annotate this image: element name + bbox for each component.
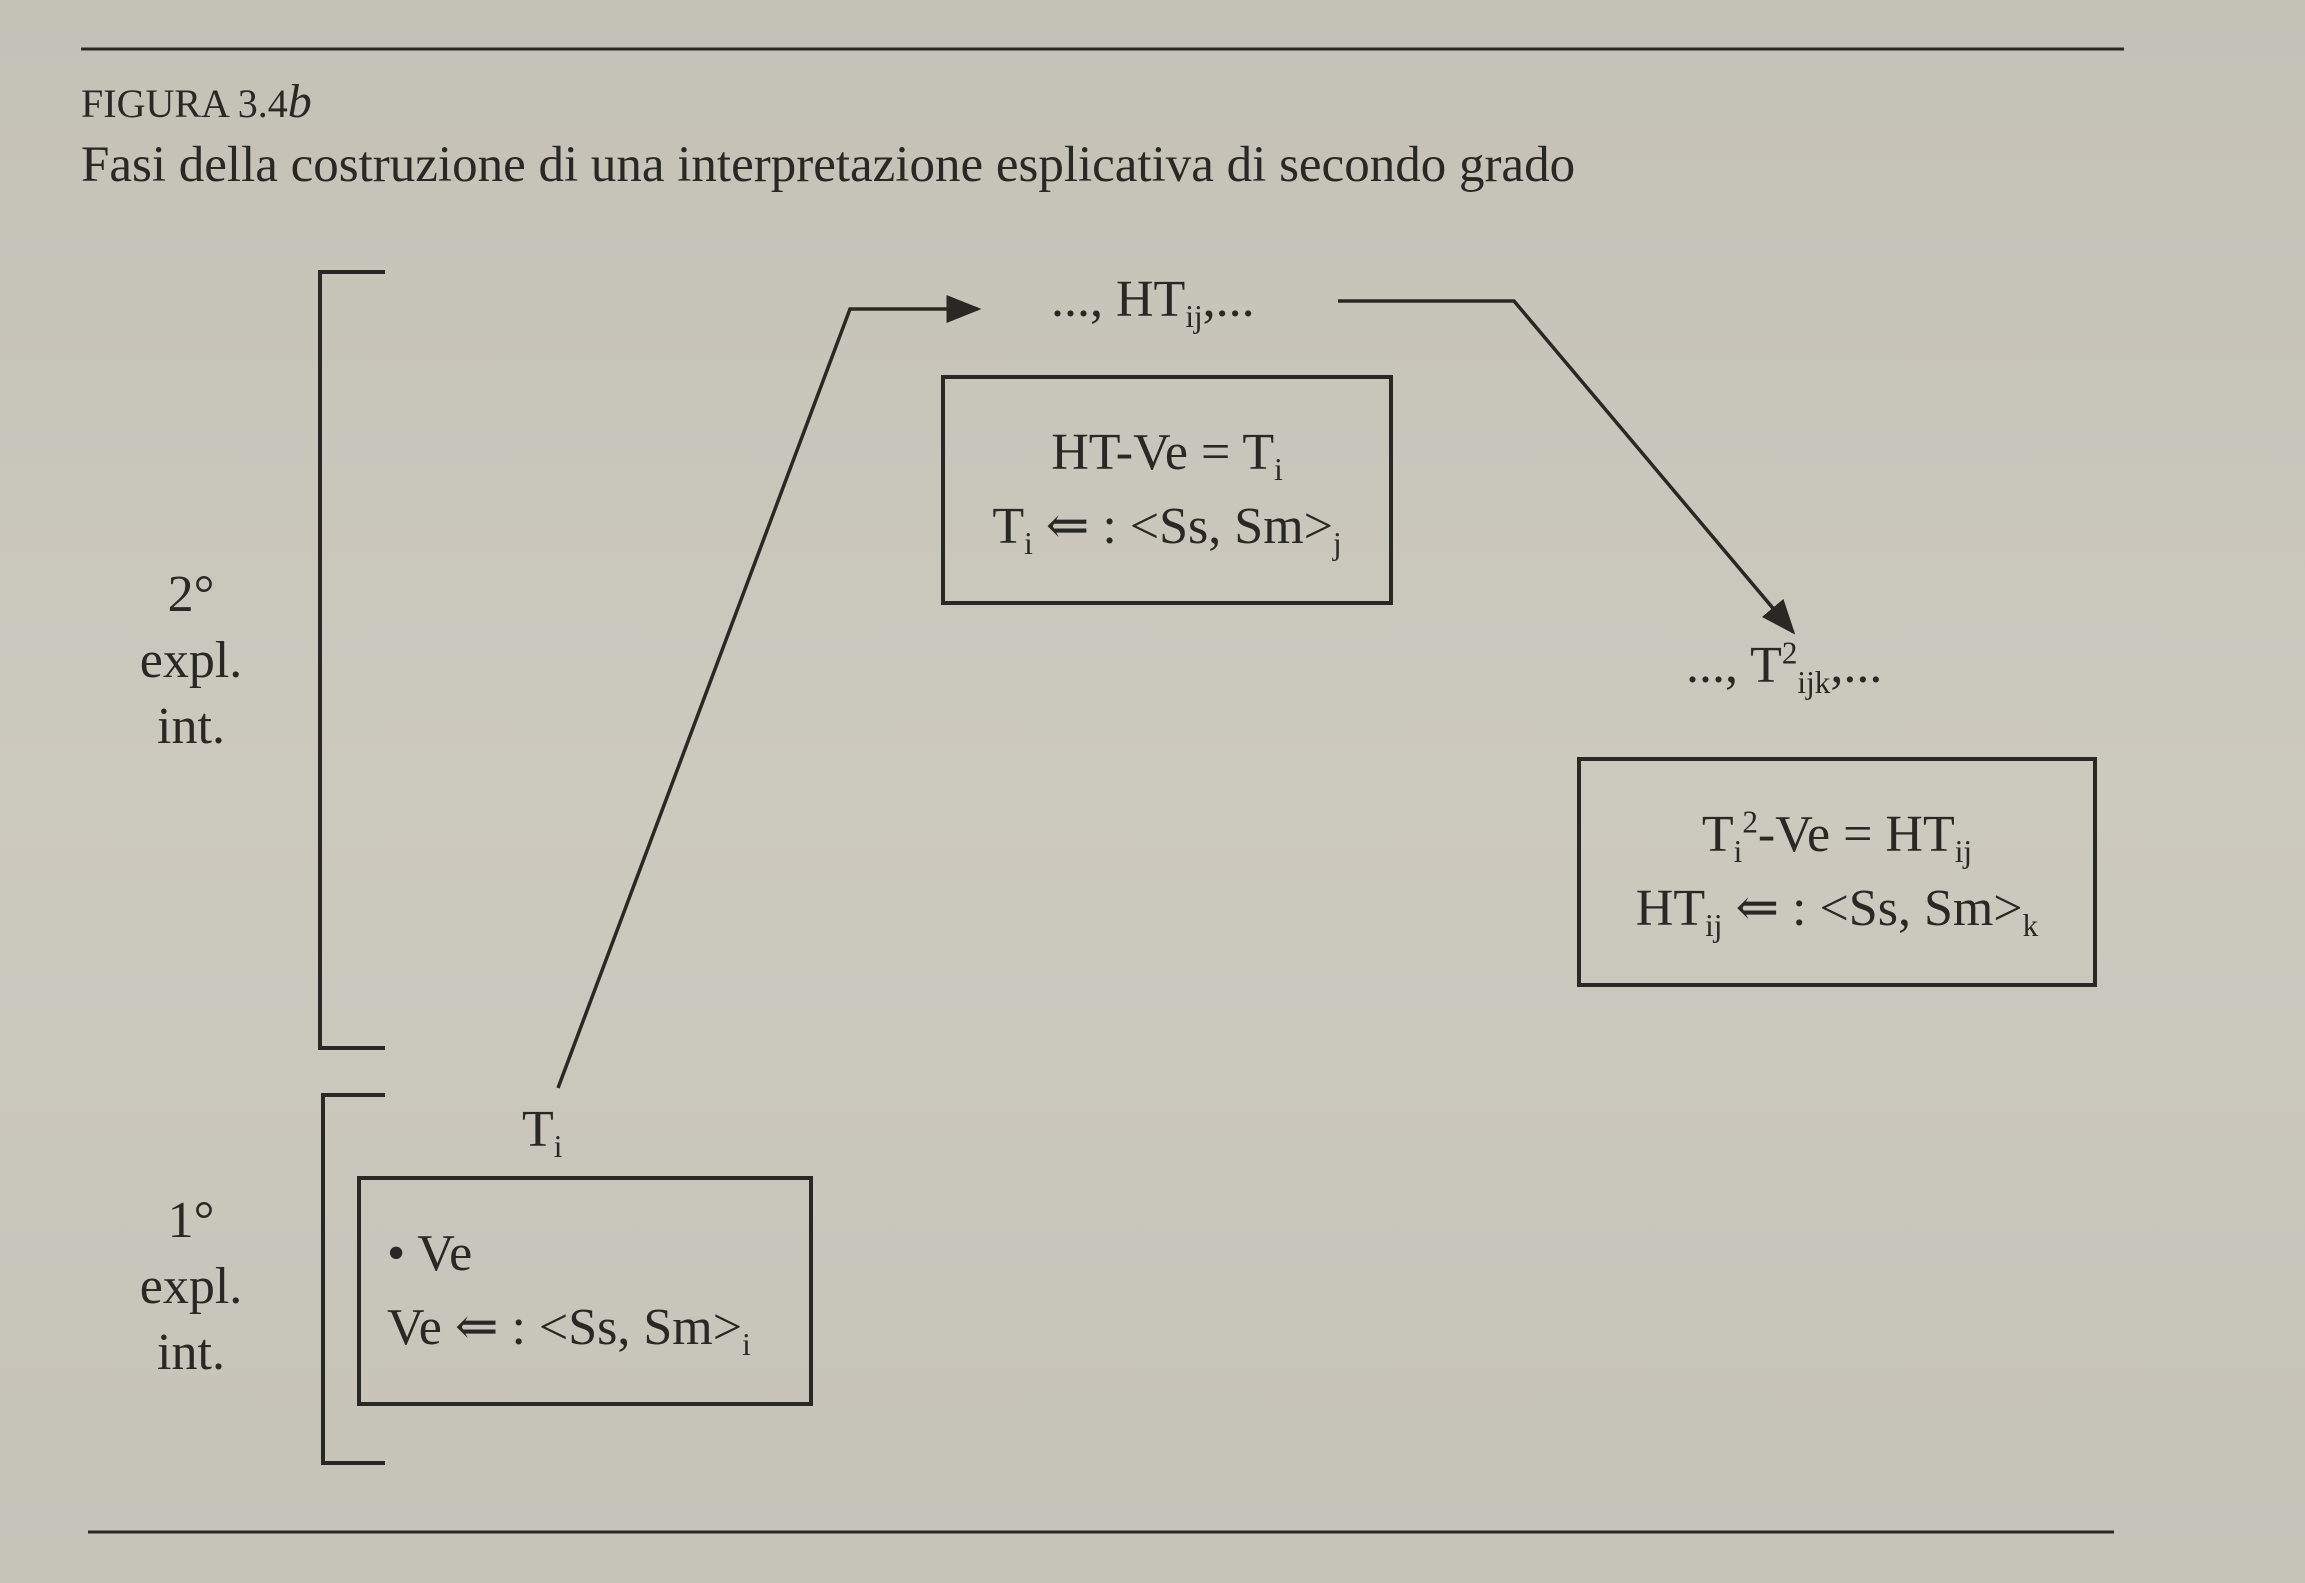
box-sub: i <box>1733 833 1743 869</box>
level-ordinal: 2° <box>167 566 215 623</box>
node-suffix: ,... <box>1202 271 1255 328</box>
figure-suffix: b <box>287 75 312 128</box>
figure-label: FIGURA 3.4b <box>81 74 312 129</box>
box-line: Ve ⇐ : <Ss, Sm>i <box>387 1291 809 1365</box>
box-line: Ti2-Ve = HTij <box>1702 798 1972 872</box>
level-1-label: 1° expl. int. <box>91 1188 291 1386</box>
box-text: HT-Ve = T <box>1051 424 1275 481</box>
box-third: Ti2-Ve = HTij HTij ⇐ : <Ss, Sm>k <box>1577 757 2097 987</box>
box-text: Ve <box>417 1225 473 1282</box>
box-sub: k <box>2022 907 2039 943</box>
box-text: T <box>992 498 1025 555</box>
level-text: int. <box>157 1324 225 1381</box>
box-sub: i <box>1024 525 1033 561</box>
node-base: T <box>522 1101 554 1158</box>
node-sup: 2 <box>1781 635 1798 671</box>
arrow-ht-to-t2 <box>1338 299 1796 635</box>
node-base: T <box>1750 637 1782 694</box>
box-text: Ve ⇐ : <Ss, Sm> <box>387 1299 743 1356</box>
node-sub: i <box>553 1128 563 1164</box>
box-sub: i <box>742 1326 751 1362</box>
bracket-first-level <box>321 1093 385 1465</box>
box-sub: i <box>1274 451 1283 487</box>
box-line: HTij ⇐ : <Ss, Sm>k <box>1636 872 2038 946</box>
box-first-level: • Ve Ve ⇐ : <Ss, Sm>i <box>357 1176 813 1406</box>
figure-number: FIGURA 3.4 <box>81 81 288 126</box>
level-2-label: 2° expl. int. <box>91 562 291 760</box>
level-text: expl. <box>139 632 243 689</box>
box-second-level: HT-Ve = Ti Ti ⇐ : <Ss, Sm>j <box>941 375 1393 605</box>
box-sub: j <box>1332 525 1342 561</box>
node-prefix: ..., <box>1051 271 1116 328</box>
level-text: expl. <box>139 1258 243 1315</box>
box-text: T <box>1701 806 1734 863</box>
node-ht: ..., HTij,... <box>1051 270 1255 332</box>
box-line: • Ve <box>387 1217 809 1291</box>
node-sub: ij <box>1185 298 1203 334</box>
box-sub: ij <box>1705 907 1723 943</box>
figure-caption: Fasi della costruzione di una interpreta… <box>81 137 1576 193</box>
bracket-second-level <box>318 270 385 1050</box>
box-text: ⇐ : <Ss, Sm> <box>1032 498 1333 555</box>
node-suffix: ,... <box>1830 637 1883 694</box>
box-sup: 2 <box>1742 804 1758 840</box>
box-text: -Ve = HT <box>1757 806 1955 863</box>
box-line: HT-Ve = Ti <box>1051 416 1283 490</box>
node-base: HT <box>1116 271 1186 328</box>
node-sub: ijk <box>1797 664 1831 700</box>
box-sub: ij <box>1954 833 1973 869</box>
level-text: int. <box>157 698 225 755</box>
arrow-ti-to-ht <box>556 295 982 1089</box>
node-prefix: ..., <box>1686 637 1751 694</box>
level-ordinal: 1° <box>167 1192 215 1249</box>
node-ti: Ti <box>522 1100 562 1162</box>
node-t2: ..., T2ijk,... <box>1686 635 1883 698</box>
box-text: ⇐ : <Ss, Sm> <box>1722 880 2023 937</box>
box-text: HT <box>1635 880 1706 937</box>
bullet-icon: • <box>387 1225 406 1282</box>
box-line: Ti ⇐ : <Ss, Sm>j <box>992 490 1341 564</box>
